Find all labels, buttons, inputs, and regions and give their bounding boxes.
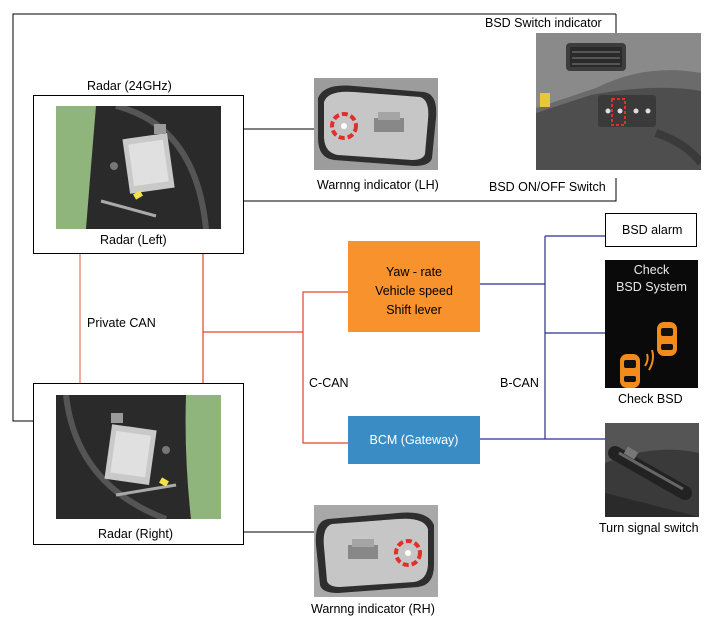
ecu-yaw-rate: Yaw - rate	[385, 265, 443, 279]
private-can-label: Private CAN	[87, 316, 156, 330]
bsd-alarm-box: BSD alarm	[605, 213, 697, 247]
bsd-alarm-label: BSD alarm	[622, 223, 683, 237]
bcm-gateway-box: BCM (Gateway)	[348, 416, 480, 464]
ecu-shift-lever: Shift lever	[386, 303, 442, 317]
radar-left-box: Radar (Left)	[33, 95, 244, 254]
c-can-label: C-CAN	[309, 376, 349, 390]
radar-right-photo	[56, 395, 221, 519]
turn-signal-switch-label: Turn signal switch	[599, 521, 699, 535]
mirror-rh-photo	[314, 505, 438, 597]
switch-to-radar-right-line	[12, 13, 536, 422]
radar-24ghz-label: Radar (24GHz)	[87, 79, 172, 93]
cluster-check-text: Check	[633, 263, 670, 277]
check-bsd-cluster-screen: Check BSD System	[605, 260, 698, 388]
cluster-cars-icon	[620, 322, 677, 388]
check-bsd-label: Check BSD	[618, 392, 683, 406]
radar-right-box: Radar (Right)	[33, 383, 244, 545]
cluster-bsd-system-text: BSD System	[616, 280, 687, 294]
car-bottom-icon	[620, 354, 640, 388]
ecu-signals-box: Yaw - rate Vehicle speed Shift lever	[348, 241, 480, 332]
radar-left-label: Radar (Left)	[100, 233, 167, 247]
warning-rh-label: Warnng indicator (RH)	[311, 602, 435, 616]
ecu-vehicle-speed: Vehicle speed	[375, 284, 453, 298]
car-top-icon	[657, 322, 677, 356]
bsd-onoff-switch-label: BSD ON/OFF Switch	[489, 180, 606, 194]
radar-right-label: Radar (Right)	[98, 527, 174, 541]
mirror-lh-photo	[314, 78, 438, 170]
bsd-switch-indicator-label: BSD Switch indicator	[485, 16, 602, 30]
turn-signal-switch-photo	[605, 423, 699, 517]
c-can-trunk	[302, 291, 348, 444]
warning-lh-label: Warnng indicator (LH)	[317, 178, 439, 192]
bsd-switch-photo	[536, 33, 701, 170]
switch-to-radar-left-line	[244, 178, 617, 202]
radar-left-photo	[56, 106, 221, 229]
b-can-label: B-CAN	[500, 376, 539, 390]
